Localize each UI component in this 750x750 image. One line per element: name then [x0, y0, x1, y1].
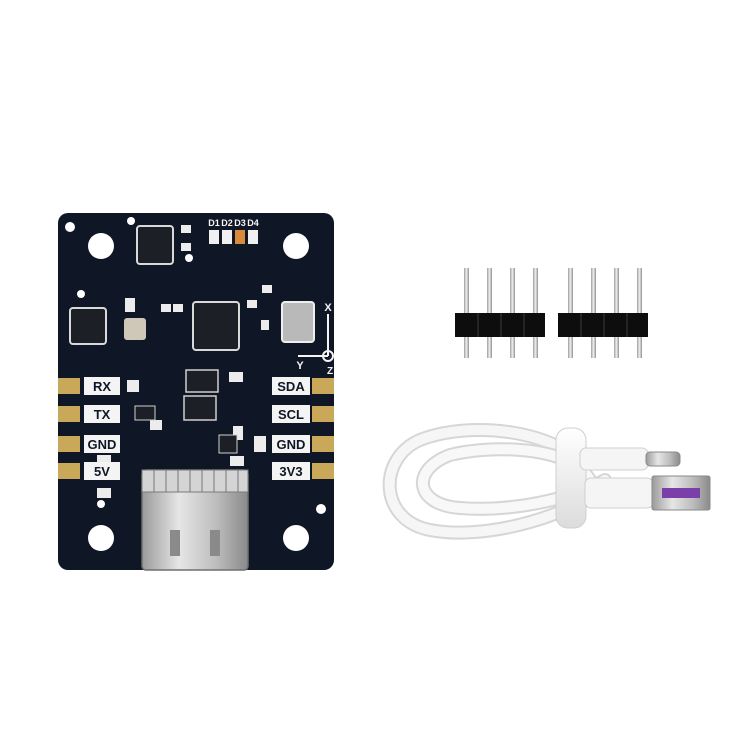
- small-hole: [316, 504, 326, 514]
- smd-part: [233, 426, 243, 440]
- label-box: [272, 405, 310, 423]
- sensor-board: D1 D2 D3 D4 X Y Z RX TX GND 5V: [58, 213, 334, 571]
- pin-label-gnd-right: GND: [277, 437, 306, 452]
- pin-label-gnd-left: GND: [88, 437, 117, 452]
- header-body: [455, 313, 545, 337]
- led-label: D3: [234, 218, 246, 228]
- cable-wire: [418, 444, 610, 514]
- smd-part: [125, 298, 135, 312]
- smd-part: [161, 304, 171, 312]
- axis-z-circle: [322, 350, 334, 362]
- chip-left: [69, 307, 107, 345]
- small-hole: [97, 500, 105, 508]
- pad: [58, 463, 80, 479]
- usb-a-tongue: [662, 488, 700, 498]
- usb-c-slot: [170, 530, 180, 556]
- chip-lower: [183, 395, 217, 421]
- smd-part: [134, 405, 156, 421]
- pin-label-sda: SDA: [277, 379, 305, 394]
- cable-wire: [384, 425, 605, 538]
- label-box: [84, 435, 120, 453]
- label-box: [84, 405, 120, 423]
- usb-a-plug-body: [584, 477, 654, 509]
- smd-part: [254, 436, 266, 452]
- pin-header-right: [558, 268, 648, 358]
- mounting-hole: [283, 233, 309, 259]
- mcu-chip: [192, 301, 240, 351]
- smd-part: [181, 243, 191, 251]
- cable-tie: [555, 427, 587, 529]
- pin-label-scl: SCL: [278, 407, 304, 422]
- led-d3: [235, 230, 245, 244]
- axis-x-label: X: [324, 302, 332, 314]
- smd-part: [97, 455, 111, 465]
- smd-part: [97, 488, 111, 498]
- pin-label-3v3: 3V3: [279, 464, 302, 479]
- small-hole: [77, 290, 85, 298]
- mounting-hole: [88, 233, 114, 259]
- label-box: [84, 377, 120, 395]
- pad: [58, 436, 80, 452]
- passive-components: [97, 225, 272, 498]
- smd-part: [230, 456, 244, 466]
- smd-part: [181, 225, 191, 233]
- usb-c-slot: [210, 530, 220, 556]
- pad: [312, 406, 334, 422]
- chips: [69, 225, 315, 421]
- usb-c-plug-metal: [645, 451, 681, 467]
- led-d1: [209, 230, 219, 244]
- usb-c-top-tabs: [141, 469, 249, 493]
- pin-header-left: [455, 268, 545, 358]
- led-label: D4: [247, 218, 259, 228]
- small-hole: [65, 222, 75, 232]
- smd-part: [173, 304, 183, 312]
- led-row: D1 D2 D3 D4: [208, 218, 259, 244]
- mounting-hole: [283, 525, 309, 551]
- smd-part: [218, 434, 238, 454]
- led-label: D1: [208, 218, 220, 228]
- pin-headers: [455, 268, 648, 358]
- smd-part: [150, 420, 162, 430]
- left-pins: RX TX GND 5V: [58, 377, 120, 480]
- label-box: [272, 435, 310, 453]
- mounting-hole: [88, 525, 114, 551]
- chip-middle: [185, 369, 219, 393]
- imu-sensor: [281, 301, 315, 343]
- pad: [312, 463, 334, 479]
- smd-part: [247, 300, 257, 308]
- pad: [312, 378, 334, 394]
- led-d2: [222, 230, 232, 244]
- pad: [312, 436, 334, 452]
- smd-part: [262, 285, 272, 293]
- right-pins: SDA SCL GND 3V3: [272, 377, 334, 480]
- usb-cable: [382, 423, 711, 540]
- microphone: [124, 318, 146, 340]
- pin-label-tx: TX: [94, 407, 111, 422]
- axis-z-label: Z: [327, 366, 333, 377]
- smd-part: [127, 380, 139, 392]
- small-hole: [185, 254, 193, 262]
- axis-y-label: Y: [296, 360, 304, 372]
- smd-part: [261, 320, 269, 330]
- usb-c-port: [141, 469, 249, 571]
- label-box: [272, 377, 310, 395]
- pad: [58, 406, 80, 422]
- mounting-holes: [65, 217, 326, 551]
- label-box: [84, 462, 120, 480]
- led-label: D2: [221, 218, 233, 228]
- usb-c-plug-body: [579, 447, 649, 471]
- pin-label-5v: 5V: [94, 464, 110, 479]
- label-box: [272, 462, 310, 480]
- pin-label-rx: RX: [93, 379, 111, 394]
- header-body: [558, 313, 648, 337]
- smd-part: [229, 372, 243, 382]
- chip-top: [136, 225, 174, 265]
- small-hole: [127, 217, 135, 225]
- pad: [58, 378, 80, 394]
- axis-marker: X Y Z: [296, 302, 334, 377]
- led-d4: [248, 230, 258, 244]
